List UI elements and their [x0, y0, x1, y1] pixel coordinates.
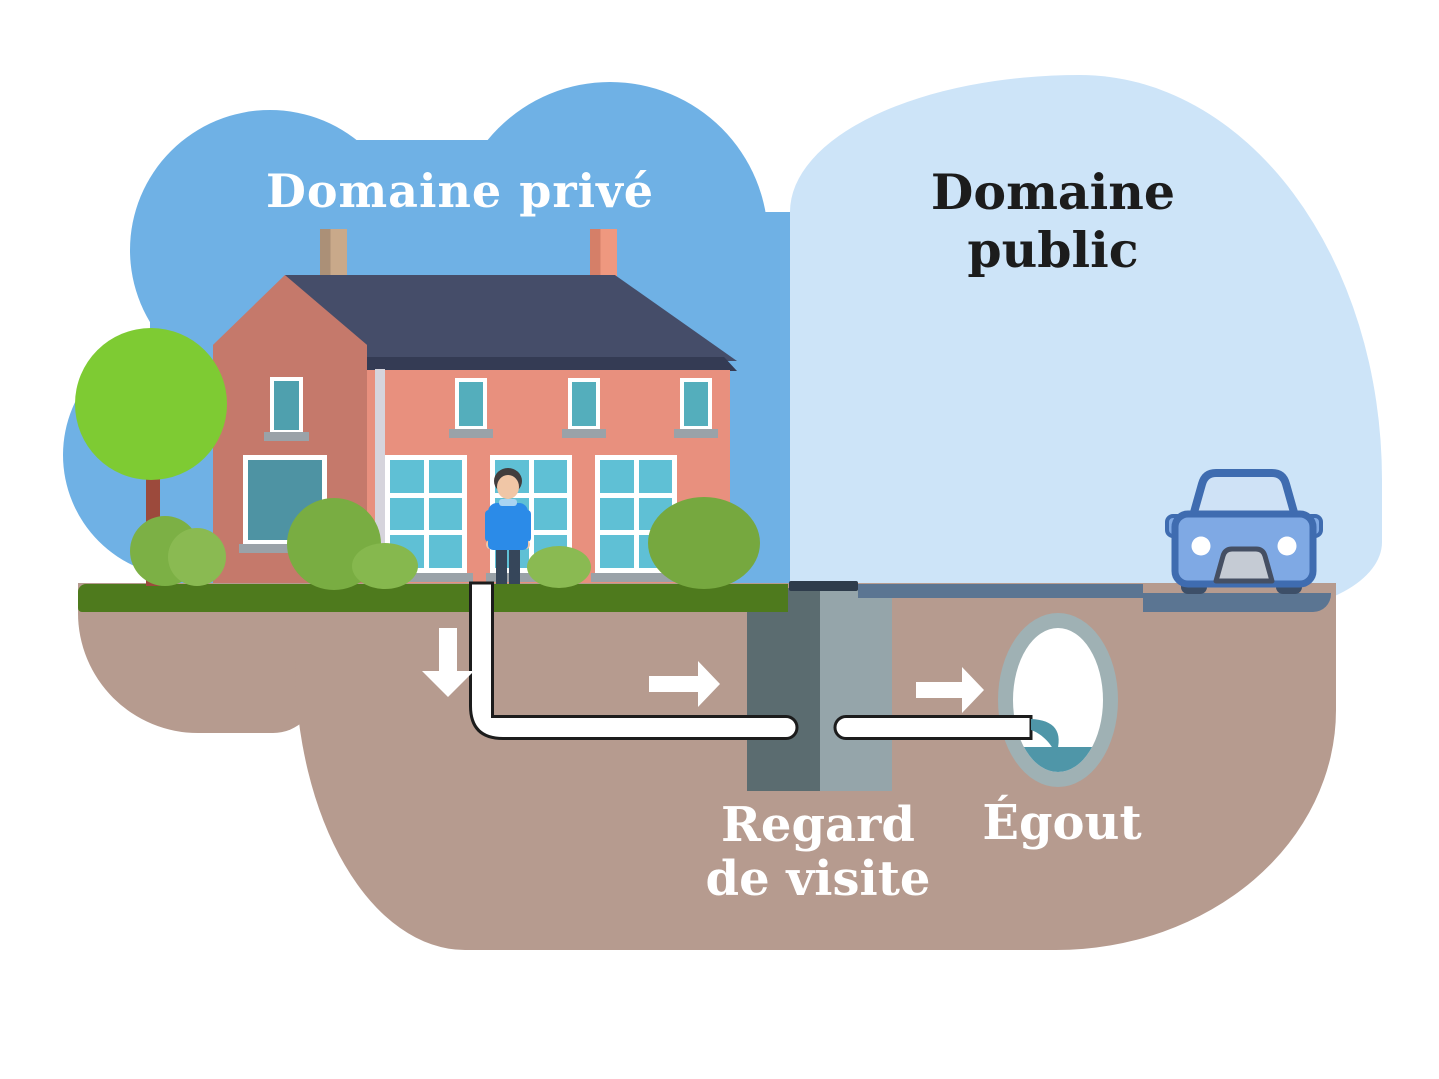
inspection-chamber-label: Regard de visite — [697, 798, 939, 906]
window-pane — [390, 497, 424, 531]
sewer-water — [1013, 747, 1103, 772]
downspout — [375, 369, 385, 583]
person-shirt — [488, 503, 528, 550]
window-pane — [428, 460, 462, 493]
inspection-chamber-wall — [820, 588, 892, 791]
window-sill — [239, 544, 331, 553]
window-pane — [600, 497, 634, 531]
window — [455, 378, 487, 430]
window-sill — [449, 429, 493, 438]
public-sky-blob — [790, 75, 1382, 612]
sewer-pipe-interior — [1013, 628, 1103, 772]
road — [1143, 593, 1331, 612]
private-domain-label: Domaine privé — [265, 164, 655, 218]
person-collar — [499, 499, 517, 506]
window-sill — [562, 429, 606, 438]
window-pane — [638, 460, 672, 493]
bush — [352, 543, 418, 589]
window-pane — [533, 497, 567, 531]
person-face — [497, 475, 519, 499]
manhole-cover — [789, 581, 858, 591]
sidewalk — [858, 584, 1143, 598]
bush — [527, 546, 591, 588]
window-sill — [381, 573, 473, 582]
bush — [168, 528, 226, 586]
window — [568, 378, 600, 430]
inspection-chamber-wall — [747, 588, 820, 791]
window-pane — [428, 497, 462, 531]
window-pane — [533, 460, 567, 493]
sewer-label: Égout — [982, 795, 1142, 851]
window-pane — [600, 535, 634, 568]
window-pane — [428, 535, 462, 568]
window — [385, 455, 467, 573]
person-leg — [496, 548, 507, 584]
window — [270, 377, 303, 434]
window-pane — [390, 460, 424, 493]
window-sill — [591, 573, 683, 582]
sewer-pipe-section — [998, 613, 1118, 787]
roof-fascia — [367, 357, 737, 371]
inspection-chamber-label-line1: Regard — [721, 797, 915, 853]
window — [680, 378, 712, 430]
bush — [648, 497, 760, 589]
window-sill — [674, 429, 718, 438]
window-sill — [264, 432, 309, 441]
public-domain-label: Domaine public — [930, 163, 1176, 279]
window-pane — [600, 460, 634, 493]
person-leg — [509, 548, 520, 584]
lawn — [78, 584, 788, 612]
person — [485, 466, 531, 584]
inspection-chamber-label-line2: de visite — [705, 851, 931, 907]
tree — [75, 328, 227, 480]
